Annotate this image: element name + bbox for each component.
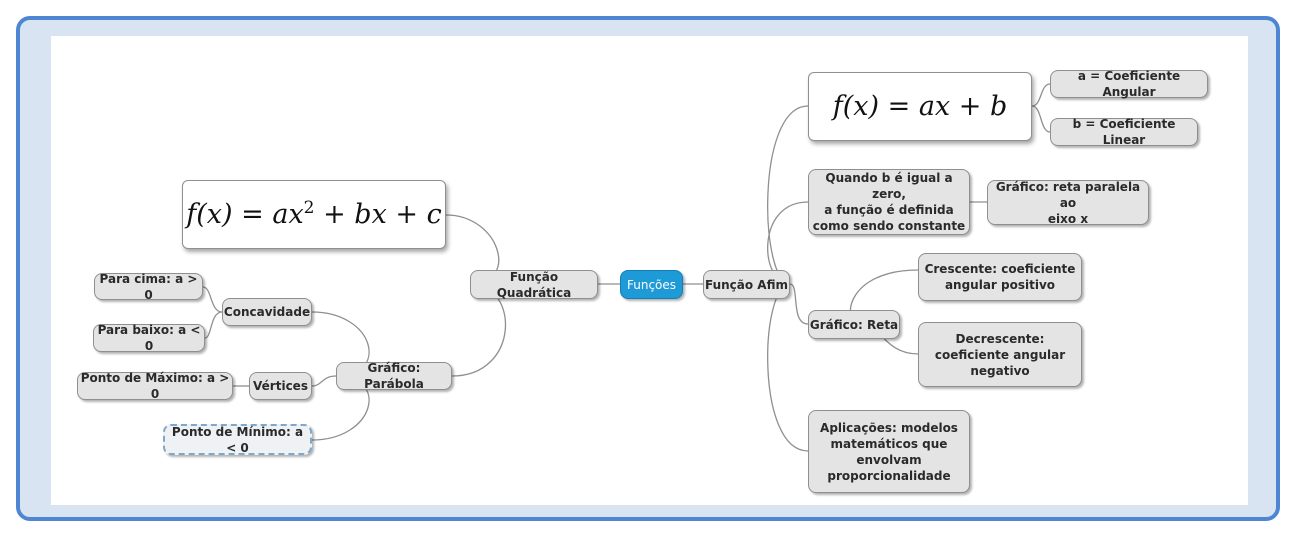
node-para-cima[interactable]: Para cima: a > 0 [94,272,203,302]
connector-concavidade-cima [202,286,223,313]
node-decrescente[interactable]: Decrescente: coeficiente angular negativ… [918,322,1082,387]
node-coeficiente-linear[interactable]: b = Coeficiente Linear [1050,117,1198,147]
node-vertices[interactable]: Vértices [249,372,312,400]
formula-quadratica-prefix: f(x) = ax [186,199,304,230]
formula-quadratica-exponent: 2 [303,198,315,218]
node-ponto-maximo[interactable]: Ponto de Máximo: a > 0 [77,371,233,401]
branch-funcao-quadratica[interactable]: Função Quadrática [470,270,598,300]
root-node-funcoes[interactable]: Funções [620,270,683,299]
node-para-baixo[interactable]: Para baixo: a < 0 [93,323,205,353]
connector-formula-linear [1031,105,1051,133]
formula-afim-text: f(x) = ax + b [832,91,1008,122]
node-concavidade[interactable]: Concavidade [222,298,312,326]
branch-funcao-afim[interactable]: Função Afim [703,270,790,299]
node-reta-paralela[interactable]: Gráfico: reta paralela ao eixo x [987,180,1149,226]
connector-afim-formula [767,105,809,285]
connector-formula-angular [1031,83,1051,107]
formula-funcao-quadratica: f(x) = ax2 + bx + c [182,180,446,249]
connector-concavidade-baixo [204,311,223,339]
connector-parabola-vertices [311,375,337,387]
formula-funcao-afim: f(x) = ax + b [808,72,1032,141]
connector-afim-aplicacoes [767,283,809,452]
connector-afim-reta [789,283,809,325]
node-ponto-minimo-selected[interactable]: Ponto de Mínimo: a < 0 [163,424,312,455]
node-grafico-parabola[interactable]: Gráfico: Parábola [336,361,452,391]
node-coeficiente-angular[interactable]: a = Coeficiente Angular [1050,69,1208,99]
node-aplicacoes[interactable]: Aplicações: modelos matemáticos que envo… [808,410,970,493]
node-crescente[interactable]: Crescente: coeficiente angular positivo [918,253,1082,301]
formula-quadratica-suffix: + bx + c [314,199,442,230]
node-grafico-reta[interactable]: Gráfico: Reta [808,310,900,339]
node-funcao-constante[interactable]: Quando b é igual a zero, a função é defi… [808,169,970,235]
